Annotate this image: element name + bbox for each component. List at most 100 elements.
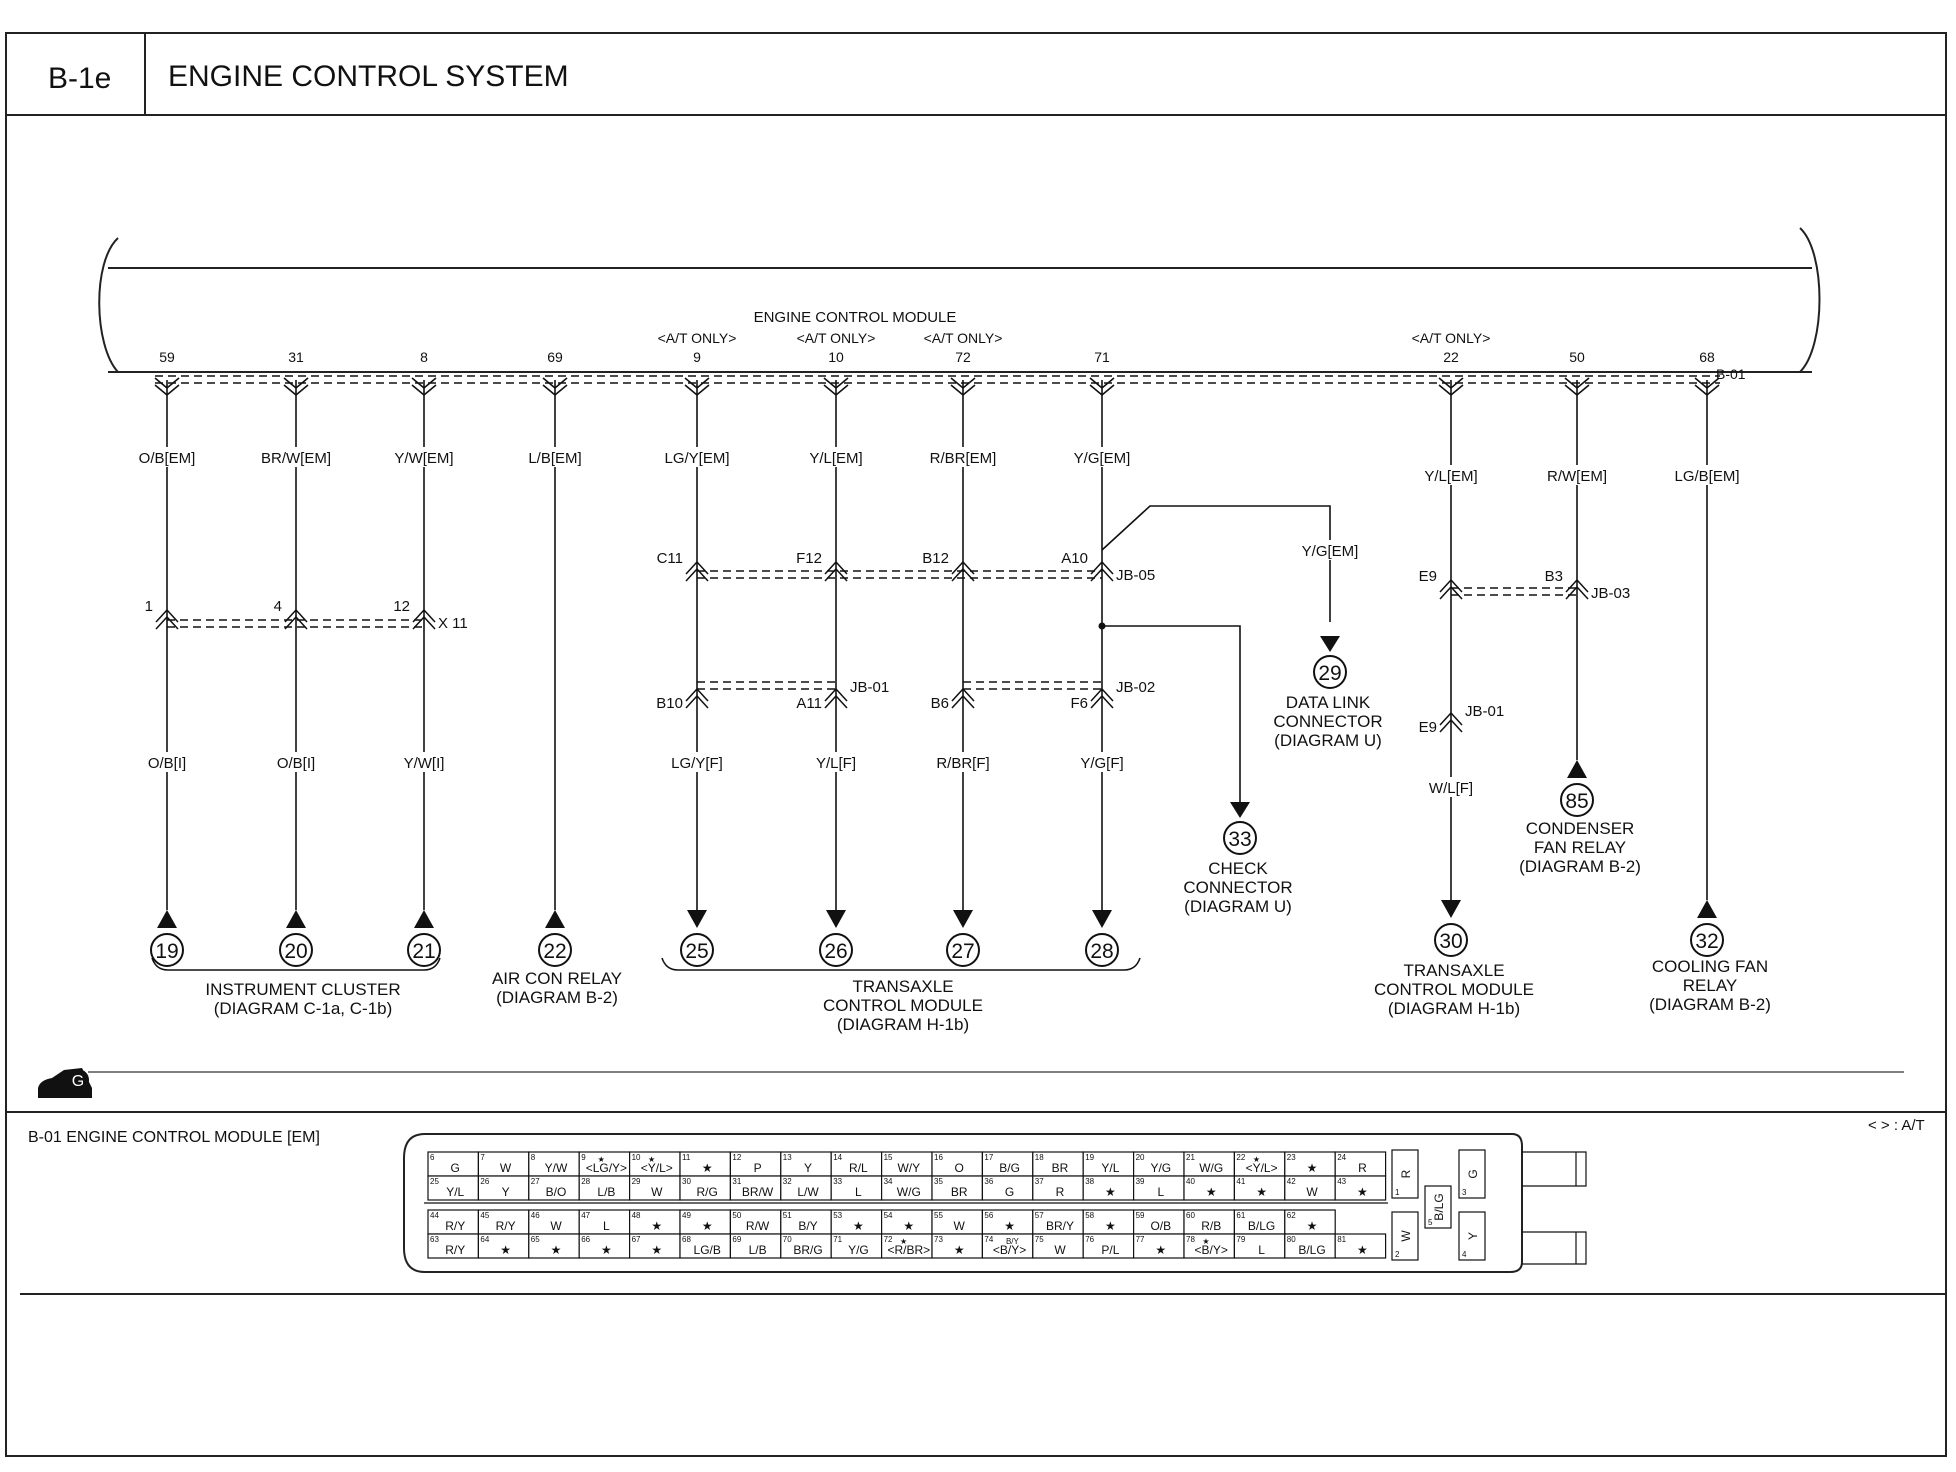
pin-wire-color: P <box>754 1161 762 1175</box>
ecm-connector-id: B-01 <box>1716 366 1746 382</box>
ecm-pin-number: 71 <box>1094 349 1110 365</box>
destination-30-circle <box>1434 923 1468 957</box>
destination-label-tcm: CONTROL MODULE <box>823 996 983 1015</box>
pin-number: 74 <box>984 1235 993 1244</box>
pin-wire-color: R <box>1399 1169 1413 1178</box>
arrow-up-icon <box>1697 900 1717 918</box>
pin-number: 6 <box>430 1153 435 1162</box>
pin-cell <box>729 1175 782 1201</box>
pin-number: 59 <box>1136 1211 1145 1220</box>
pin-cell <box>477 1151 530 1177</box>
destination-label-condenser: FAN RELAY <box>1534 838 1626 857</box>
destination-25: 25 <box>685 940 708 963</box>
pin-wire-color: R/Y <box>445 1243 465 1257</box>
destination-20-circle <box>279 933 313 967</box>
destination-26-circle <box>819 933 853 967</box>
pin-number: 22 <box>1236 1153 1245 1162</box>
ecm-pin-chevron <box>154 377 180 397</box>
check-connector-label: CHECK <box>1208 859 1268 878</box>
connector-pin-71: 71Y/G <box>830 1233 883 1259</box>
pin-wire-color: L/B <box>749 1243 767 1257</box>
ecm-pin-chevron <box>1564 377 1590 397</box>
pin-wire-color: W <box>1306 1185 1318 1199</box>
wire-columns: 59O/B[EM]1O/B[I]1931BR/W[EM]4O/B[I]208Y/… <box>125 330 1749 967</box>
pin-cell <box>729 1233 782 1259</box>
wire-column-59: 59O/B[EM]1O/B[I]19 <box>125 349 209 967</box>
pin-wire-color: R/G <box>697 1185 718 1199</box>
connector-pin-36: 36G <box>981 1175 1034 1201</box>
label-bg <box>1665 465 1749 485</box>
pin-cell <box>1082 1151 1135 1177</box>
connector-pin-63: 63R/Y <box>427 1233 480 1259</box>
connector-pin-66: 66★ <box>578 1233 631 1259</box>
inline-connector-b-pin: B6 <box>931 695 949 712</box>
pin-number: 19 <box>1085 1153 1094 1162</box>
pin-cell <box>578 1175 631 1201</box>
inline-connector-a <box>685 560 709 582</box>
pin-cell <box>981 1151 1034 1177</box>
connector-pin-79: 79L <box>1233 1233 1286 1259</box>
pin-number: 36 <box>984 1177 993 1186</box>
pin-wire-color: W <box>550 1219 562 1233</box>
destination-label-instrument: (DIAGRAM C-1a, C-1b) <box>214 999 393 1018</box>
label-bg <box>655 752 739 772</box>
destination-25-circle <box>680 933 714 967</box>
at-only-note: <A/T ONLY> <box>658 330 737 346</box>
destination-21-circle <box>407 933 441 967</box>
pin-cell <box>1032 1175 1084 1201</box>
destination-29-circle <box>1313 655 1347 689</box>
destination-27: 27 <box>951 940 974 963</box>
connector-pin-81: 81★ <box>1334 1233 1387 1259</box>
pin-wire-color: BR <box>951 1185 968 1199</box>
inline-connector <box>284 608 308 630</box>
pin-cell <box>1458 1211 1486 1261</box>
ecm-pin-chevron <box>1438 377 1464 397</box>
pin-wire-color: L <box>603 1219 610 1233</box>
wire-color-bottom: O/B[I] <box>277 755 315 772</box>
wire-color-top: Y/G[EM] <box>1074 450 1131 467</box>
pin-number: 46 <box>531 1211 540 1220</box>
pin-cell <box>1284 1209 1336 1235</box>
connector-side-pin-1: 1R <box>1391 1149 1419 1199</box>
connector-pin-11: 11★ <box>679 1151 732 1177</box>
pin-cell <box>1233 1151 1286 1177</box>
data-link-label: (DIAGRAM U) <box>1274 731 1382 750</box>
inline-connector-a-pin: C11 <box>657 550 683 567</box>
connector-pin-30: 30R/G <box>679 1175 732 1201</box>
connector-pin-60: 60R/B <box>1183 1209 1236 1235</box>
ecm-name: ENGINE CONTROL MODULE <box>754 309 957 326</box>
group-bracket <box>661 957 1141 971</box>
connector-pin-55: 55W <box>931 1209 984 1235</box>
at-only-note: <A/T ONLY> <box>924 330 1003 346</box>
pin-wire-color: ★ <box>1105 1185 1116 1199</box>
connector-pin-50: 50R/W <box>729 1209 782 1235</box>
connector-pin-7: 7W <box>477 1151 530 1177</box>
pin-wire-color: G <box>451 1161 460 1175</box>
at-only-note: <A/T ONLY> <box>797 330 876 346</box>
pin-number: 3 <box>1462 1188 1467 1197</box>
data-link-label: CONNECTOR <box>1273 712 1382 731</box>
connector-side-pin-3: 3G <box>1458 1149 1486 1199</box>
at-only-note: <A/T ONLY> <box>1412 330 1491 346</box>
pin-number: 5 <box>1428 1218 1433 1227</box>
pin-number: 76 <box>1085 1235 1094 1244</box>
label-bg <box>794 752 878 772</box>
pin-number: 33 <box>833 1177 842 1186</box>
pin-number: 63 <box>430 1235 439 1244</box>
pin-number: 78 <box>1186 1235 1195 1244</box>
star-icon: ★ <box>598 1155 605 1164</box>
pin-number: 50 <box>732 1211 741 1220</box>
inline-connector-pin: 4 <box>274 598 282 615</box>
destination-33: 33 <box>1228 828 1251 851</box>
pin-number: 30 <box>682 1177 691 1186</box>
pin-cell <box>528 1175 580 1201</box>
pin-wire-color: ★ <box>1256 1185 1267 1199</box>
pin-number: 75 <box>1035 1235 1044 1244</box>
pin-wire-color: W <box>954 1219 966 1233</box>
pin-wire-color: Y/G <box>848 1243 869 1257</box>
connector-pin-22: 22★<Y/L> <box>1233 1151 1286 1177</box>
pin-cell <box>830 1175 883 1201</box>
pin-number: 69 <box>732 1235 741 1244</box>
